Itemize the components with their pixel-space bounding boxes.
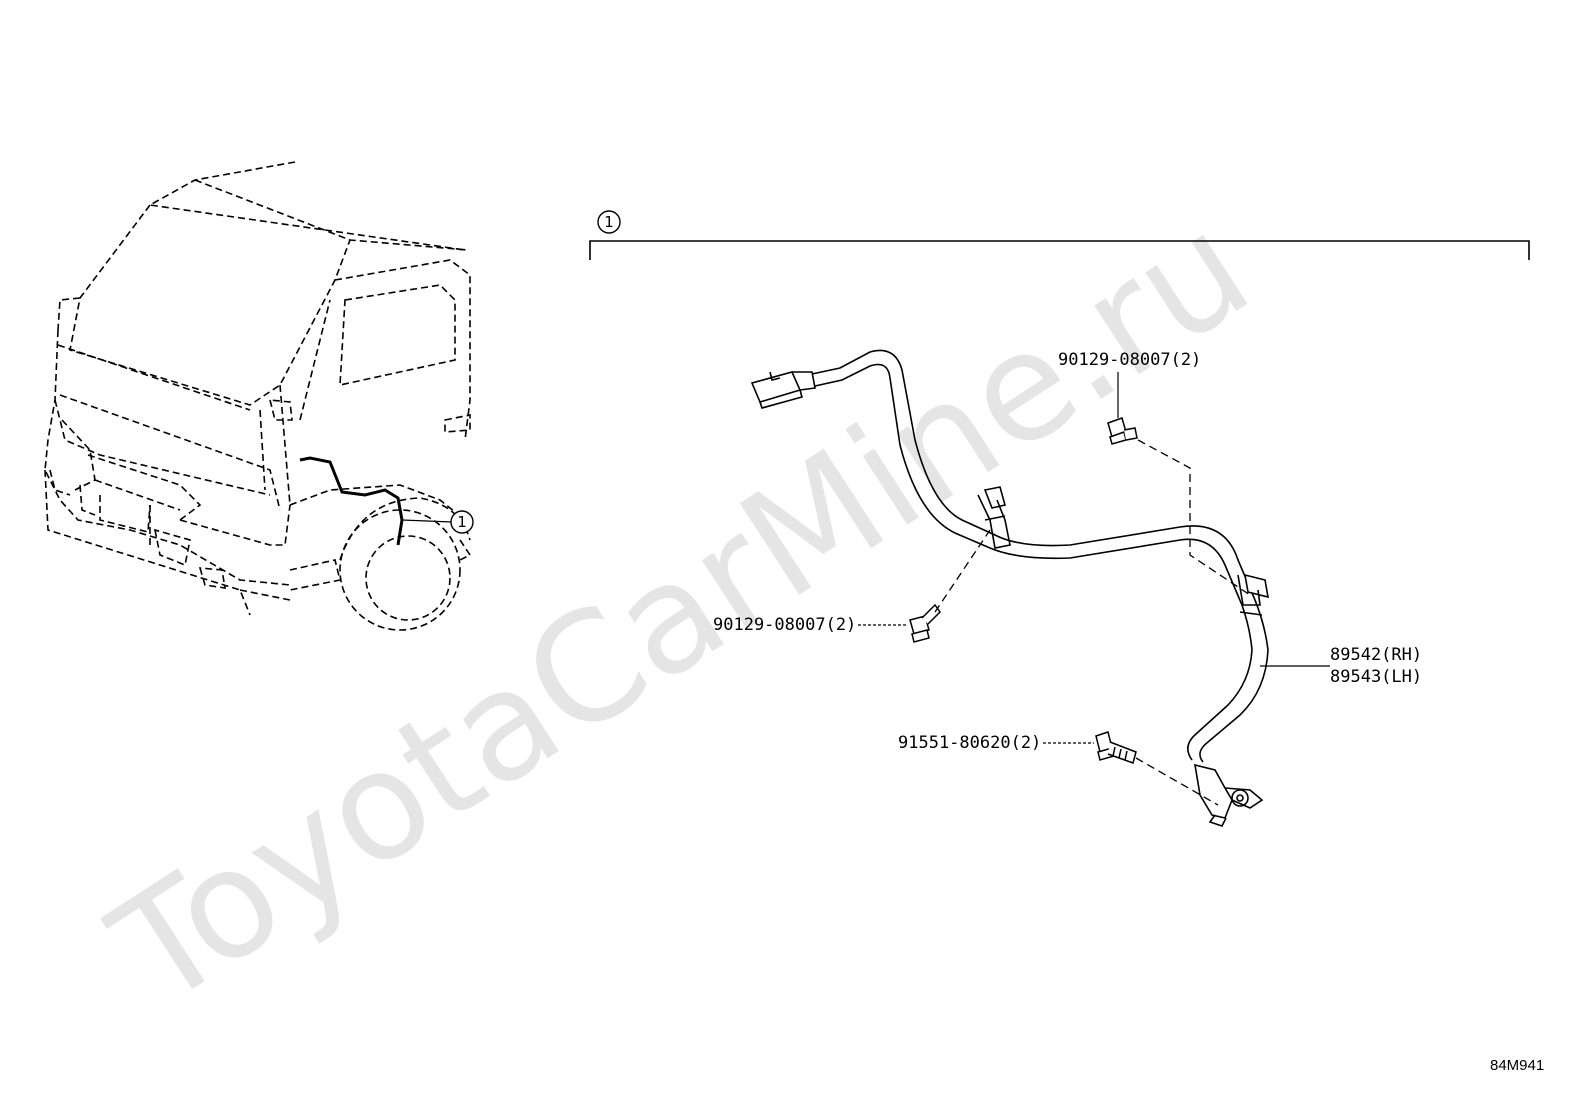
- svg-text:90129-08007(2): 90129-08007(2): [713, 615, 856, 635]
- bolt-left: [909, 603, 941, 643]
- truck-cab-illustration: [44, 161, 472, 631]
- bolt-upper: [1107, 417, 1138, 445]
- svg-text:91551-80620(2): 91551-80620(2): [898, 733, 1041, 753]
- svg-text:90129-08007(2): 90129-08007(2): [1058, 350, 1201, 370]
- svg-text:1: 1: [604, 213, 614, 231]
- svg-text:89543(LH): 89543(LH): [1330, 667, 1422, 687]
- assembly-ref-callout: 1: [597, 210, 621, 234]
- label-bolt-sensor: 91551-80620(2): [898, 733, 1094, 753]
- svg-text:1: 1: [457, 513, 467, 531]
- label-bolt-upper: 90129-08007(2): [1058, 350, 1201, 418]
- watermark: ToyotaCarMine.ru: [84, 181, 1279, 1041]
- assembly-lines: [934, 439, 1251, 806]
- abs-sensor-harness: [750, 349, 1270, 827]
- assembly-bracket: [589, 240, 1530, 260]
- diagram-code: 84M941: [1490, 1057, 1544, 1074]
- label-bolt-left: 90129-08007(2): [713, 615, 908, 635]
- svg-text:89542(RH): 89542(RH): [1330, 645, 1422, 665]
- label-sensor: 89542(RH) 89543(LH): [1260, 645, 1422, 687]
- bolt-sensor: [1095, 731, 1137, 764]
- truck-ref-callout: 1: [450, 510, 474, 534]
- truck-ref-leader: [401, 519, 453, 523]
- truck-harness-highlight: [299, 456, 404, 546]
